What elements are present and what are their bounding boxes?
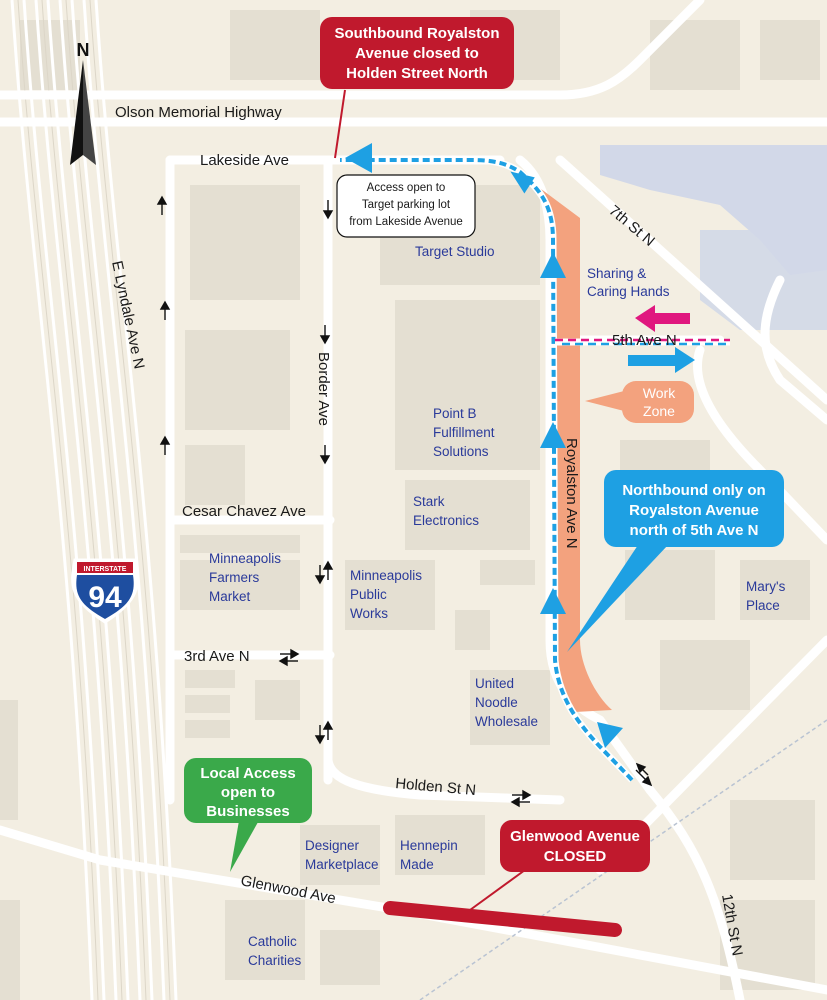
shield-top-text: INTERSTATE [84,566,127,573]
detour-arrow-west [345,143,372,173]
detour-arrow-ne [597,722,623,748]
north-arrow-icon: N [70,40,96,165]
glenwood-closed-pointer [469,869,526,911]
southbound-closure-pointer [334,89,346,159]
detour-arrow-north-1 [540,252,566,278]
north-label: N [77,40,90,60]
eastbound-arrow-icon [628,347,695,373]
place-sharing-caring: Sharing &Caring Hands [587,266,670,299]
detour-arrow-north-3 [540,588,566,614]
street-label-lakeside: Lakeside Ave [200,152,289,169]
street-label-olson: Olson Memorial Highway [115,104,282,121]
interstate-94-shield-icon: INTERSTATE 94 [71,558,139,624]
place-target-studio: Target Studio [415,244,495,259]
street-label-fifth: 5th Ave N [612,332,677,349]
detour-arrow-nw [510,171,535,194]
work-zone-area [533,183,612,712]
street-label-third-ave: 3rd Ave N [184,648,250,665]
glenwood-closed-bar [383,901,622,937]
street-label-border: Border Ave [315,352,332,426]
street-label-cesar-chavez: Cesar Chavez Ave [182,503,306,520]
detour-arrows [345,143,623,748]
street-label-holden: Holden St N [395,775,477,799]
traffic-direction-arrows [156,195,653,808]
street-label-royalston: Royalston Ave N [563,438,580,549]
westbound-arrow-icon [635,305,690,332]
detour-arrow-north-2 [540,422,566,448]
water-area-2 [700,230,827,330]
shield-number: 94 [88,581,122,614]
